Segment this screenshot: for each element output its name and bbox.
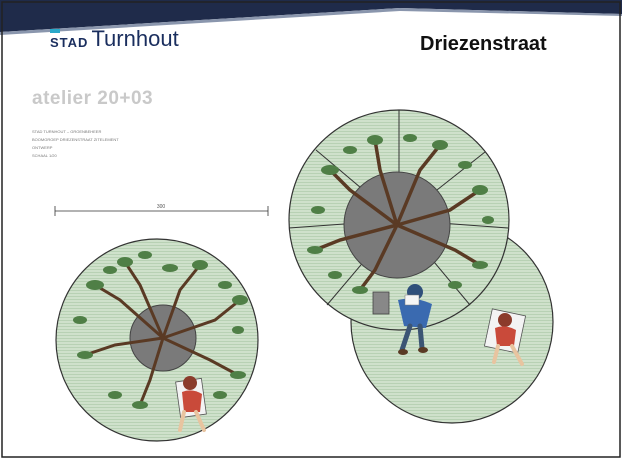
tree-canopy-icon <box>313 138 482 292</box>
firm-name: atelier 20+03 <box>32 88 154 109</box>
leaf-clusters <box>73 251 248 409</box>
tree-group-left <box>55 238 259 442</box>
plan-note: BOOMGROEP DRIEZENSTRAAT ZITELEMENT <box>32 137 119 142</box>
page-title: Driezenstraat <box>420 33 547 55</box>
plan-note: SCHAAL 1/20 <box>32 153 57 158</box>
logo-prefix: STAD <box>50 29 88 50</box>
dimension-line <box>54 206 269 216</box>
plan-note: ONTWERP <box>32 145 53 150</box>
tree-canopy-icon <box>83 260 242 407</box>
plan-notes: STAD TURNHOUT – GROENBEHEER BOOMGROEP DR… <box>32 128 119 160</box>
dimension-label: 300 <box>157 204 166 210</box>
stad-turnhout-logo: STAD Turnhout <box>50 28 179 50</box>
person-reading-icon <box>372 284 432 355</box>
leaf-clusters <box>307 134 494 294</box>
plan-note: STAD TURNHOUT – GROENBEHEER <box>32 129 102 134</box>
logo-name: Turnhout <box>91 26 179 51</box>
person-sitting-icon <box>483 308 527 366</box>
person-sitting-icon <box>175 376 207 432</box>
tree-group-right <box>288 109 554 424</box>
